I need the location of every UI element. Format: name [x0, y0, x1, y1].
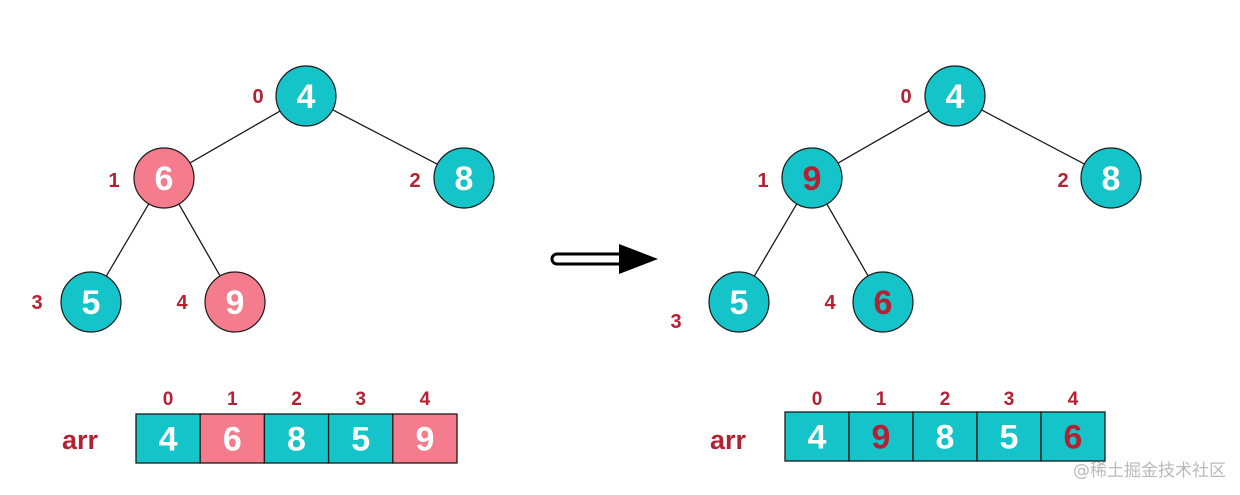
- after-tree-node-0: 40: [900, 65, 986, 127]
- after-node-value-2: 8: [1102, 160, 1121, 198]
- after-node-value-0: 4: [946, 78, 965, 116]
- before-tree-node-2: 82: [409, 147, 495, 209]
- before-node-circle-2: [433, 147, 495, 209]
- before-node-circle-3: [60, 271, 122, 333]
- after-node-index-label-4: 4: [824, 292, 836, 314]
- after-array-index-label-3: 3: [1004, 389, 1015, 410]
- after-tree-node-2: 82: [1057, 147, 1142, 209]
- before-tree-node-4: 94: [176, 271, 266, 333]
- after-array-cell-value-0: 4: [808, 419, 827, 457]
- before-array-name: arr: [62, 425, 99, 455]
- before-array-cell-box-4: [392, 413, 458, 464]
- after-tree-edge-1-3: [753, 203, 798, 277]
- before-array-cell-box-3: [327, 413, 394, 464]
- before-array-cell-value-3: 5: [351, 421, 370, 459]
- before-array-cell-2: 82: [263, 389, 330, 464]
- after-array-cell-0: 40: [784, 389, 850, 462]
- before-node-index-label-4: 4: [176, 292, 188, 314]
- before-array-cell-1: 61: [199, 389, 266, 464]
- before-array-index-label-3: 3: [355, 389, 366, 410]
- after-array-cell-box-4: [1040, 411, 1106, 462]
- after-tree-node-1: 91: [757, 147, 843, 209]
- right-arrow-icon: [550, 244, 658, 274]
- after-node-index-label-2: 2: [1057, 170, 1068, 192]
- before-tree-edge-1-3: [105, 203, 150, 277]
- after-node-index-label-1: 1: [757, 170, 768, 192]
- before-node-value-3: 5: [82, 284, 101, 322]
- watermark: @稀土掘金技术社区: [1073, 461, 1226, 481]
- before-node-value-4: 9: [226, 284, 245, 322]
- after-tree-edge-0-1: [837, 110, 930, 164]
- before-array-cell-3: 53: [327, 389, 394, 464]
- before-array-cell-0: 40: [135, 389, 201, 464]
- before-node-circle-1: [133, 147, 195, 209]
- before-node-circle-0: [275, 65, 337, 127]
- after-array-cell-2: 82: [912, 389, 978, 462]
- before-array-cell-box-1: [199, 413, 266, 464]
- after-node-value-3: 5: [730, 284, 749, 322]
- after-array-index-label-0: 0: [812, 389, 823, 410]
- before-node-index-label-1: 1: [108, 170, 119, 192]
- before-array-cell-value-4: 9: [415, 421, 434, 459]
- before-tree-edge-1-4: [178, 203, 221, 277]
- after-tree-edge-1-4: [826, 203, 869, 277]
- before-node-index-label-2: 2: [409, 170, 420, 192]
- before-tree-node-0: 40: [252, 65, 337, 127]
- before-tree-node-3: 53: [31, 271, 122, 333]
- before-node-value-1: 6: [155, 160, 174, 198]
- after-array-name: arr: [710, 425, 747, 455]
- before-array-cell-value-0: 4: [159, 421, 178, 459]
- before-tree-node-1: 61: [108, 147, 195, 209]
- after-node-circle-3: [708, 271, 770, 333]
- after-array-cell-box-1: [848, 411, 914, 462]
- after-array-cell-4: 64: [1040, 389, 1106, 462]
- after-array-cell-3: 53: [976, 389, 1042, 462]
- before-array-index-label-1: 1: [227, 389, 238, 410]
- before-node-value-0: 4: [297, 78, 316, 116]
- after-node-circle-1: [781, 147, 843, 209]
- after-node-circle-4: [852, 271, 914, 333]
- after-node-value-1: 9: [803, 160, 822, 198]
- after-array-cell-box-0: [784, 411, 850, 462]
- after-node-index-label-0: 0: [900, 86, 911, 108]
- before-array-cell-value-1: 6: [223, 421, 242, 459]
- after-array-cell-value-3: 5: [1000, 419, 1019, 457]
- after-array-cell-value-1: 9: [872, 419, 891, 457]
- before-tree-edge-0-1: [189, 110, 281, 164]
- after-array-cell-value-2: 8: [936, 419, 955, 457]
- after-tree-edge-0-2: [981, 109, 1085, 165]
- before-node-circle-4: [204, 271, 266, 333]
- after-array-index-label-4: 4: [1068, 389, 1079, 410]
- before-node-index-label-3: 3: [31, 292, 42, 314]
- after-array-cell-box-2: [912, 411, 978, 462]
- before-array-cell-box-0: [135, 413, 201, 464]
- after-node-index-label-3: 3: [670, 311, 681, 333]
- after-node-value-4: 6: [874, 284, 893, 322]
- before-node-index-label-0: 0: [252, 86, 263, 108]
- after-node-circle-0: [924, 65, 986, 127]
- after-array-cell-value-4: 6: [1064, 419, 1083, 457]
- before-array-cell-4: 94: [392, 389, 458, 464]
- after-tree-node-4: 64: [824, 271, 914, 333]
- after-tree-node-3: 53: [670, 271, 770, 333]
- after-array-cell-1: 91: [848, 389, 914, 462]
- before-array-index-label-4: 4: [420, 389, 431, 410]
- before-node-value-2: 8: [455, 160, 474, 198]
- before-array-cell-value-2: 8: [287, 421, 306, 459]
- before-array-cell-box-2: [263, 413, 330, 464]
- after-array-index-label-2: 2: [940, 389, 951, 410]
- before-tree-edge-0-2: [332, 109, 438, 165]
- after-array-index-label-1: 1: [876, 389, 887, 410]
- after-node-circle-2: [1080, 147, 1142, 209]
- before-array-index-label-0: 0: [163, 389, 174, 410]
- before-array-index-label-2: 2: [291, 389, 302, 410]
